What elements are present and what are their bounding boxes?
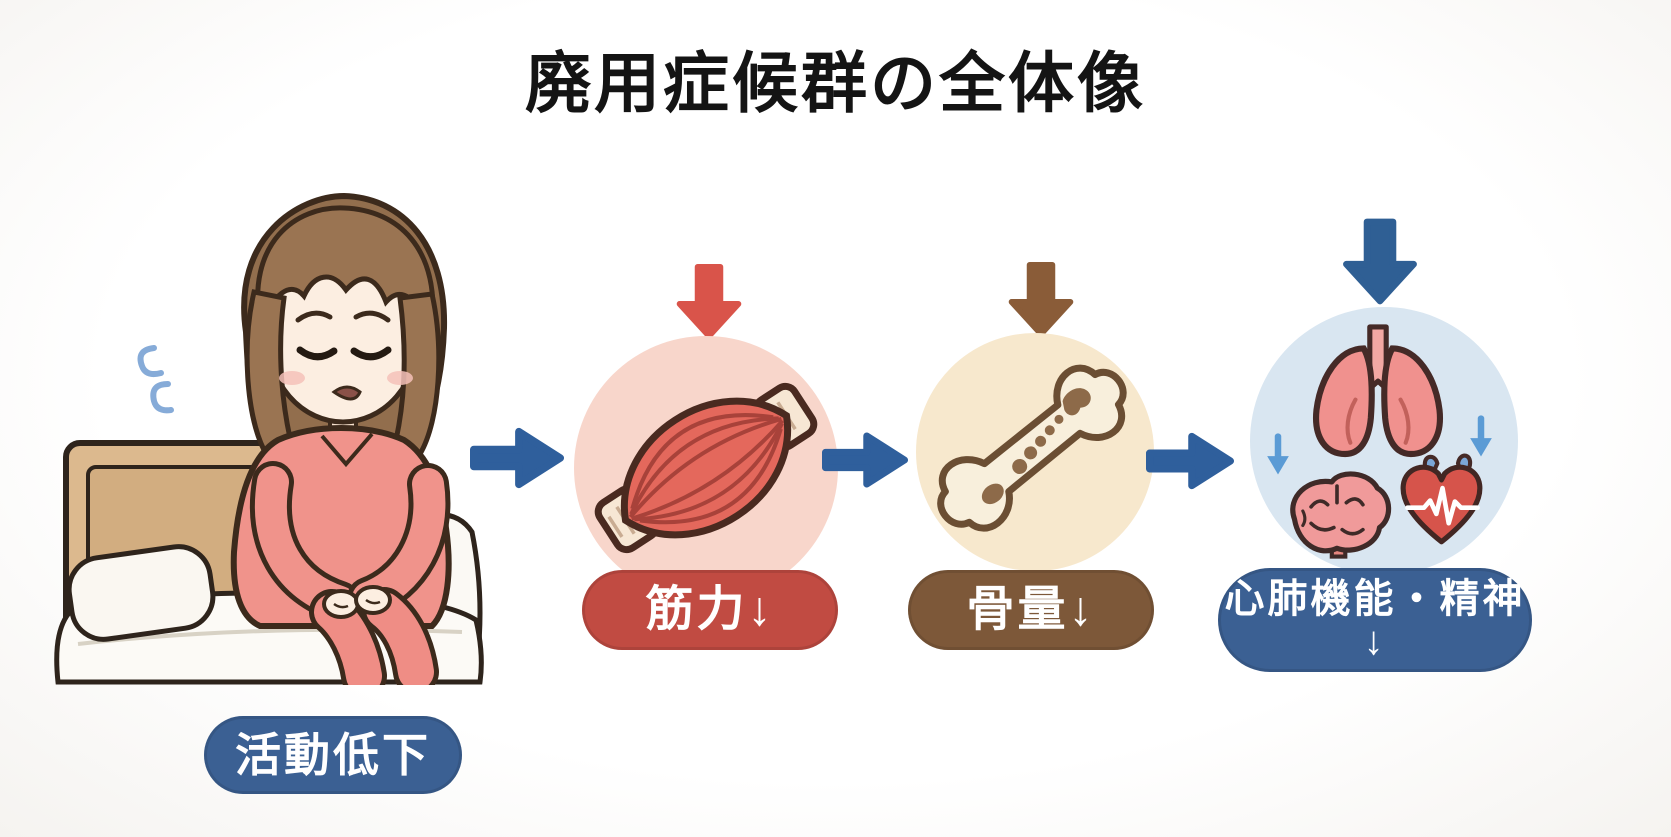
lungs-icon bbox=[1312, 324, 1444, 458]
bone-stage-circle bbox=[916, 333, 1154, 571]
cardio-label-pill: 心肺機能・精神 ↓ bbox=[1218, 568, 1532, 672]
bone-label: 骨量↓ bbox=[966, 582, 1096, 636]
decline-arrow-left-icon bbox=[1267, 433, 1289, 475]
decline-arrow-right-icon bbox=[1470, 415, 1492, 457]
muscle-down-arrow-icon bbox=[674, 264, 744, 340]
bone-icon bbox=[937, 364, 1127, 532]
brain-icon bbox=[1290, 471, 1392, 559]
pillow-icon bbox=[66, 544, 216, 642]
patient-girl-icon bbox=[137, 192, 452, 685]
start-label-pill: 活動低下 bbox=[204, 716, 462, 794]
bone-label-pill: 骨量↓ bbox=[908, 570, 1154, 650]
heart-ecg-icon bbox=[1400, 453, 1483, 545]
muscle-stage-circle bbox=[574, 336, 838, 600]
page-title: 廃用症候群の全体像 bbox=[525, 46, 1146, 120]
start-label: 活動低下 bbox=[235, 728, 431, 781]
cardio-label-line1: 心肺機能・精神 bbox=[1224, 577, 1526, 621]
bone-down-arrow-icon bbox=[1006, 262, 1076, 338]
fatigued-patient-on-bed-illustration bbox=[54, 192, 484, 685]
muscle-label: 筋力↓ bbox=[645, 582, 775, 636]
cardio-stage-circle bbox=[1250, 307, 1518, 575]
cardio-label-line2: ↓ bbox=[1363, 619, 1387, 663]
flow-arrow-2-icon bbox=[822, 424, 908, 496]
flow-arrow-1-icon bbox=[470, 422, 564, 494]
cardio-down-arrow-icon bbox=[1342, 218, 1418, 306]
muscle-label-pill: 筋力↓ bbox=[582, 570, 838, 650]
sigh-marks-icon bbox=[137, 345, 174, 414]
flow-arrow-3-icon bbox=[1146, 426, 1234, 496]
muscle-icon bbox=[594, 382, 818, 554]
